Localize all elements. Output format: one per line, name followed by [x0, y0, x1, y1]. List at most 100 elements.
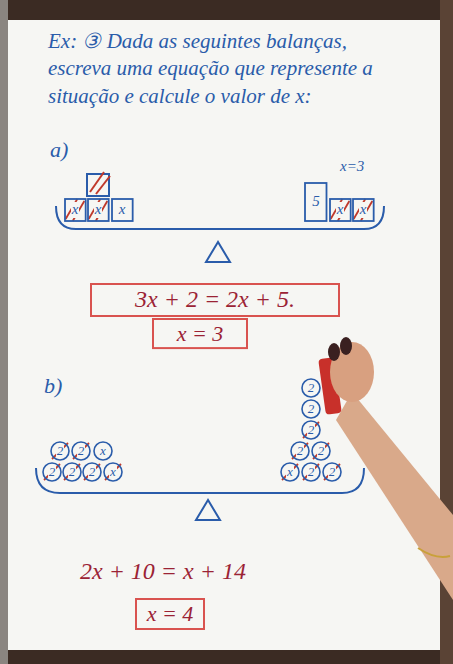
weight-value: 5: [311, 194, 321, 210]
box-outline: [65, 199, 86, 221]
exercise-heading: Ex: ③ Dada as seguintes balanças, escrev…: [48, 28, 393, 110]
weight-value: 2: [68, 465, 77, 479]
weight-value: x: [99, 444, 107, 458]
weight-circle: 2: [301, 420, 321, 440]
item-letter: b): [44, 374, 62, 398]
equation-box: 3x + 2 = 2x + 5.: [90, 283, 340, 317]
strike-mark: [84, 464, 100, 480]
weight-value: 2: [296, 444, 305, 458]
board-frame-top: [0, 0, 453, 20]
circle-outline: [302, 400, 320, 418]
weight-value: x: [286, 465, 294, 479]
weight-value: 2: [48, 465, 57, 479]
fingernail: [328, 343, 340, 361]
balance-fulcrum: [196, 500, 220, 520]
circle-outline: [83, 463, 101, 481]
weight-value: 2: [77, 444, 86, 458]
box-outline: [353, 199, 374, 221]
weight-value: x: [336, 202, 345, 218]
weight-circle: 2: [301, 399, 321, 419]
circle-outline: [63, 463, 81, 481]
circle-outline: [94, 442, 112, 460]
board-frame-left: [0, 0, 8, 664]
circle-outline: [43, 463, 61, 481]
weight-value: 2: [88, 465, 97, 479]
weight-circle: x: [280, 462, 300, 482]
weight-circle: 2: [301, 462, 321, 482]
strike-mark: [282, 464, 298, 480]
bracelet: [418, 548, 450, 557]
strike-mark: [90, 172, 104, 192]
arm: [336, 392, 453, 600]
box-outline: [88, 199, 109, 221]
weight-value: x: [71, 202, 80, 218]
weight-circle: x: [93, 441, 113, 461]
circle-outline: [302, 421, 320, 439]
circle-outline: [291, 442, 309, 460]
annotation: x=3: [340, 158, 364, 175]
box-outline: [91, 284, 339, 316]
weight-value: x: [109, 465, 117, 479]
circle-outline: [104, 463, 122, 481]
weight-circle: 2: [311, 441, 331, 461]
strike-mark: [313, 443, 329, 459]
equation-box: x = 4: [135, 598, 205, 630]
equation-text: x = 3: [176, 322, 225, 345]
weight-value: x: [118, 202, 127, 218]
weight-circle: 2: [71, 441, 91, 461]
box-outline: [330, 199, 351, 221]
weight-box: x: [352, 198, 375, 222]
weight-value: x: [94, 202, 103, 218]
weight-circle: 2: [82, 462, 102, 482]
weight-value: 2: [317, 444, 326, 458]
weight-box: x: [329, 198, 352, 222]
weight-box: 5: [304, 182, 328, 222]
strike-mark: [64, 464, 80, 480]
weight-value: 2: [307, 381, 316, 395]
weight-value: 2: [307, 402, 316, 416]
weight-circle: 2: [322, 462, 342, 482]
strike-mark: [105, 464, 121, 480]
weight-value: x: [359, 202, 368, 218]
circle-outline: [302, 463, 320, 481]
strike-mark: [324, 464, 340, 480]
circle-outline: [51, 442, 69, 460]
weight-circle: x: [103, 462, 123, 482]
strike-mark: [73, 443, 89, 459]
weight-value: 2: [56, 444, 65, 458]
item-letter: a): [50, 138, 68, 162]
board-frame-bottom: [0, 650, 453, 664]
circle-outline: [72, 442, 90, 460]
circle-outline: [312, 442, 330, 460]
circle-outline: [323, 463, 341, 481]
fingernail: [340, 337, 352, 355]
box-outline: [136, 599, 204, 629]
equation-text: 2x + 10 = x + 14: [80, 558, 246, 584]
weight-box: x: [87, 198, 110, 222]
weight-box: [87, 174, 109, 196]
box-outline: [305, 183, 327, 221]
weight-circle: 2: [290, 441, 310, 461]
weight-circle: 2: [42, 462, 62, 482]
strike-mark: [292, 443, 308, 459]
equation-box: x = 3: [152, 318, 248, 349]
strike-mark: [52, 443, 68, 459]
equation-text: 3x + 2 = 2x + 5.: [134, 287, 296, 312]
box-outline: [153, 319, 247, 348]
strike-mark: [303, 422, 319, 438]
circle-outline: [302, 379, 320, 397]
circle-outline: [281, 463, 299, 481]
weight-circle: 2: [301, 378, 321, 398]
weight-value: 2: [307, 423, 316, 437]
strike-mark: [303, 464, 319, 480]
weight-circle: 2: [62, 462, 82, 482]
weight-box: x: [111, 198, 134, 222]
weight-box: x: [64, 198, 87, 222]
strike-mark: [96, 176, 110, 194]
strike-mark: [44, 464, 60, 480]
balance-fulcrum: [206, 242, 230, 262]
equation-text: x = 4: [146, 602, 195, 625]
weight-value: 2: [307, 465, 316, 479]
